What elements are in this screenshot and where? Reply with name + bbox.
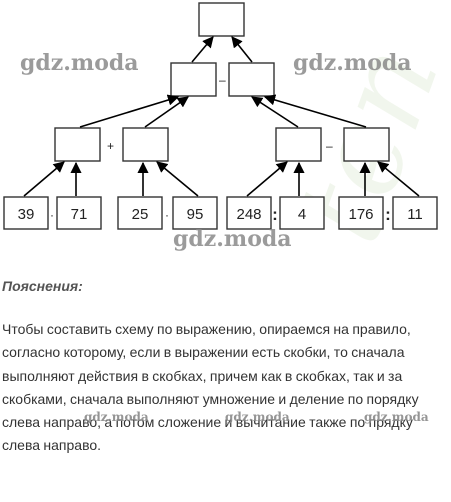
divide-sign-c: : xyxy=(272,205,278,224)
arrow-product-a-to-left-subtotal xyxy=(79,94,180,128)
quotient-c-box xyxy=(275,127,322,162)
product-b-box xyxy=(122,127,169,162)
plus-sign: + xyxy=(107,139,114,153)
leaf-value-7: 176 xyxy=(348,206,373,223)
arrow-product-b-to-left-subtotal xyxy=(144,96,189,128)
explanation-text: Чтобы составить схему по выражению, опир… xyxy=(2,321,419,454)
leaf-box-6 xyxy=(279,196,325,230)
leaf-box-3 xyxy=(117,196,163,230)
explanation-section: Пояснения: Чтобы составить схему по выра… xyxy=(2,278,449,458)
right-subtotal-box xyxy=(228,62,275,97)
leaf-value-8: 11 xyxy=(407,206,423,223)
arrow-leaf1-to-product-a xyxy=(23,161,65,197)
top-minus-sign: – xyxy=(219,73,226,87)
root-result-box xyxy=(198,2,245,37)
explanation-heading: Пояснения: xyxy=(2,278,83,294)
watermark-top-right: gdz.moda xyxy=(293,50,412,76)
leaf-value-6: 4 xyxy=(298,206,306,223)
leaf-value-2: 71 xyxy=(71,206,88,223)
leaf-box-2 xyxy=(56,196,102,230)
divide-sign-d: : xyxy=(385,205,391,224)
leaf-box-7 xyxy=(338,196,384,230)
arrow-leaf4-to-product-b xyxy=(156,161,199,197)
leaf-value-4: 95 xyxy=(187,206,204,223)
expression-tree-diagram: ten – + – 39 71 25 95 248 4 176 11 · · :… xyxy=(3,2,451,260)
arrow-leaf8-to-quotient-d xyxy=(377,161,420,197)
arrow-left-subtotal-to-root xyxy=(191,36,214,63)
leaf-value-1: 39 xyxy=(18,206,35,223)
arrow-quotient-c-to-right-subtotal xyxy=(251,96,299,128)
multiply-sign-a: · xyxy=(50,208,54,222)
multiply-sign-b: · xyxy=(165,208,169,222)
leaf-box-1 xyxy=(3,196,49,230)
arrow-leaf5-to-quotient-c xyxy=(246,161,288,197)
watermark-center: gdz.moda xyxy=(173,226,292,252)
product-a-box xyxy=(54,127,101,162)
middle-minus-sign: – xyxy=(326,139,333,153)
quotient-d-box xyxy=(343,127,390,162)
watermark-top-left: gdz.moda xyxy=(20,50,139,76)
arrow-quotient-d-to-right-subtotal xyxy=(263,94,367,128)
left-subtotal-box xyxy=(170,62,217,97)
leaf-value-3: 25 xyxy=(132,206,149,223)
leaf-box-4 xyxy=(172,196,218,230)
leaf-box-5 xyxy=(226,196,272,230)
leaf-value-5: 248 xyxy=(236,206,261,223)
arrow-right-subtotal-to-root xyxy=(231,36,253,63)
leaf-box-8 xyxy=(392,196,438,230)
